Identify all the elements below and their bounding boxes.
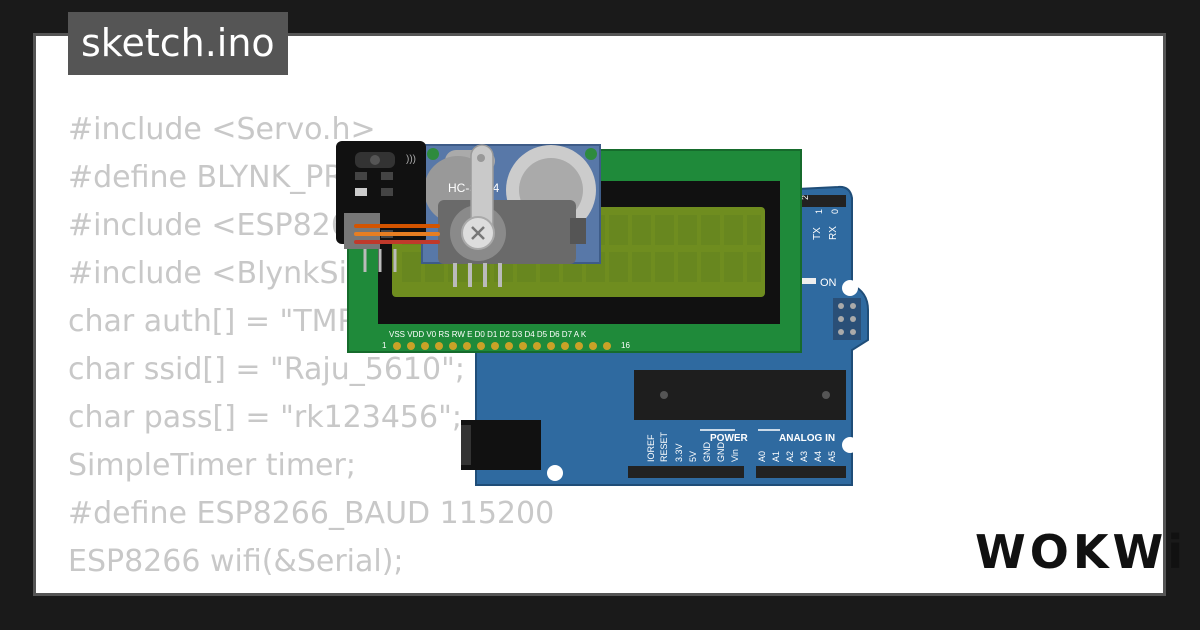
analog-header [756,466,846,478]
code-line: SimpleTimer timer; [68,448,356,483]
mount-hole [547,465,563,481]
lcd-pin-first: 1 [382,341,387,350]
lcd-pin-labels: VSS VDD V0 RS RW E D0 D1 D2 D3 D4 D5 D6 … [389,330,587,339]
pin-label: IOREF [646,434,656,462]
svg-text:2: 2 [800,195,810,200]
svg-text:1: 1 [814,209,824,214]
pin-label: 3.3V [674,443,684,462]
power-header [628,466,744,478]
wokwi-logo: WOKWi [975,525,1187,579]
code-line: #include <Servo.h> [68,112,376,147]
code-line: ESP8266 wifi(&Serial); [68,544,404,579]
pin-label: A2 [785,451,795,462]
code-line: #include <LiquidCrystal.h> [68,586,698,593]
file-name-tab: sketch.ino [68,12,288,75]
mount-hole [842,280,858,296]
pin-label: 5V [688,451,698,462]
icsp-header [833,298,861,340]
pin-label: A0 [757,451,767,462]
lcd-pin-last: 16 [621,341,630,350]
power-label: POWER [710,433,749,444]
servo-motor [438,144,586,287]
pin-label: A4 [813,451,823,462]
pin-label: A5 [827,451,837,462]
on-label: ON [820,277,837,289]
pin-label: Vin [730,449,740,462]
code-line: char pass[] = "rk123456"; [68,400,462,435]
pin-label: GND [716,442,726,463]
analog-label: ANALOG IN [779,433,835,444]
ir-receiver: ))) [336,141,426,272]
tx-label: TX [812,227,823,240]
mount-hole [842,437,858,453]
code-line: #define ESP8266_BAUD 115200 [68,496,555,531]
rx-label: RX [828,226,839,240]
svg-text:))): ))) [406,154,416,165]
power-led [802,278,816,284]
code-line: char ssid[] = "Raju_5610"; [68,352,465,387]
microcontroller-chip [634,370,846,420]
power-jack [461,420,541,470]
wires [354,224,440,244]
pin-label: A3 [799,451,809,462]
pin-label: RESET [659,431,669,462]
digital-header [800,195,846,207]
pin-label: GND [702,442,712,463]
pin-label: A1 [771,451,781,462]
svg-text:0: 0 [830,209,840,214]
